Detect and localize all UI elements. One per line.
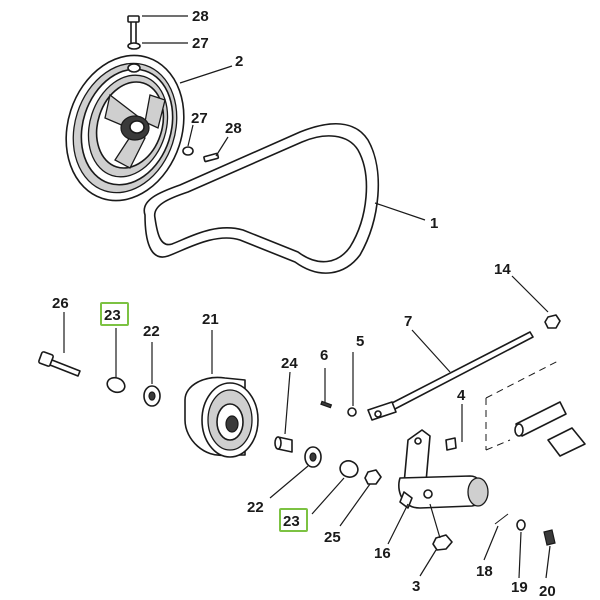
- bolt-26: [38, 351, 81, 377]
- highlight-box-23a: [100, 302, 129, 326]
- callout-22-upper: 22: [143, 323, 160, 340]
- leader-lines: [63, 15, 551, 579]
- set-screw-20: [543, 529, 556, 546]
- bolt-4: [445, 437, 457, 451]
- callout-19: 19: [511, 579, 528, 596]
- nut-14: [544, 314, 561, 329]
- callout-24: 24: [281, 355, 298, 372]
- callout-2: 2: [235, 53, 243, 70]
- idler-pulley: [184, 376, 259, 458]
- callout-7: 7: [404, 313, 412, 330]
- callout-16: 16: [374, 545, 391, 562]
- snap-ring-23a: [106, 376, 126, 394]
- nut-25: [364, 469, 382, 485]
- callout-27-top: 27: [192, 35, 209, 52]
- callout-3: 3: [412, 578, 420, 595]
- callout-23-lower: 23: [283, 513, 300, 530]
- callout-5: 5: [356, 333, 364, 350]
- callout-21: 21: [202, 311, 219, 328]
- nut-3: [432, 534, 453, 551]
- washer-5: [347, 407, 357, 417]
- callout-1: 1: [430, 215, 438, 232]
- callout-23-upper: 23: [104, 307, 121, 324]
- callout-25: 25: [324, 529, 341, 546]
- idler-bracket: [398, 429, 489, 509]
- spacer-24: [274, 436, 293, 453]
- drive-belt: [143, 123, 380, 274]
- control-rod: [367, 331, 534, 421]
- callout-14: 14: [494, 261, 511, 278]
- pin-6: [320, 400, 333, 409]
- callout-28-side: 28: [225, 120, 242, 137]
- snap-ring-23b: [339, 460, 359, 478]
- callout-27-side: 27: [191, 110, 208, 127]
- bearing-22b: [304, 446, 322, 468]
- callout-18: 18: [476, 563, 493, 580]
- washer-19: [516, 519, 526, 531]
- callout-26: 26: [52, 295, 69, 312]
- callout-4: 4: [457, 387, 466, 404]
- spring-18: [494, 513, 509, 525]
- bearing-22a: [143, 385, 161, 407]
- callout-22-lower: 22: [247, 499, 264, 516]
- callout-20: 20: [539, 583, 556, 600]
- drive-pulley: [65, 15, 220, 202]
- highlight-box-23b: [279, 508, 308, 532]
- callout-28-top: 28: [192, 8, 209, 25]
- frame-outline: [485, 359, 586, 457]
- callout-6: 6: [320, 347, 328, 364]
